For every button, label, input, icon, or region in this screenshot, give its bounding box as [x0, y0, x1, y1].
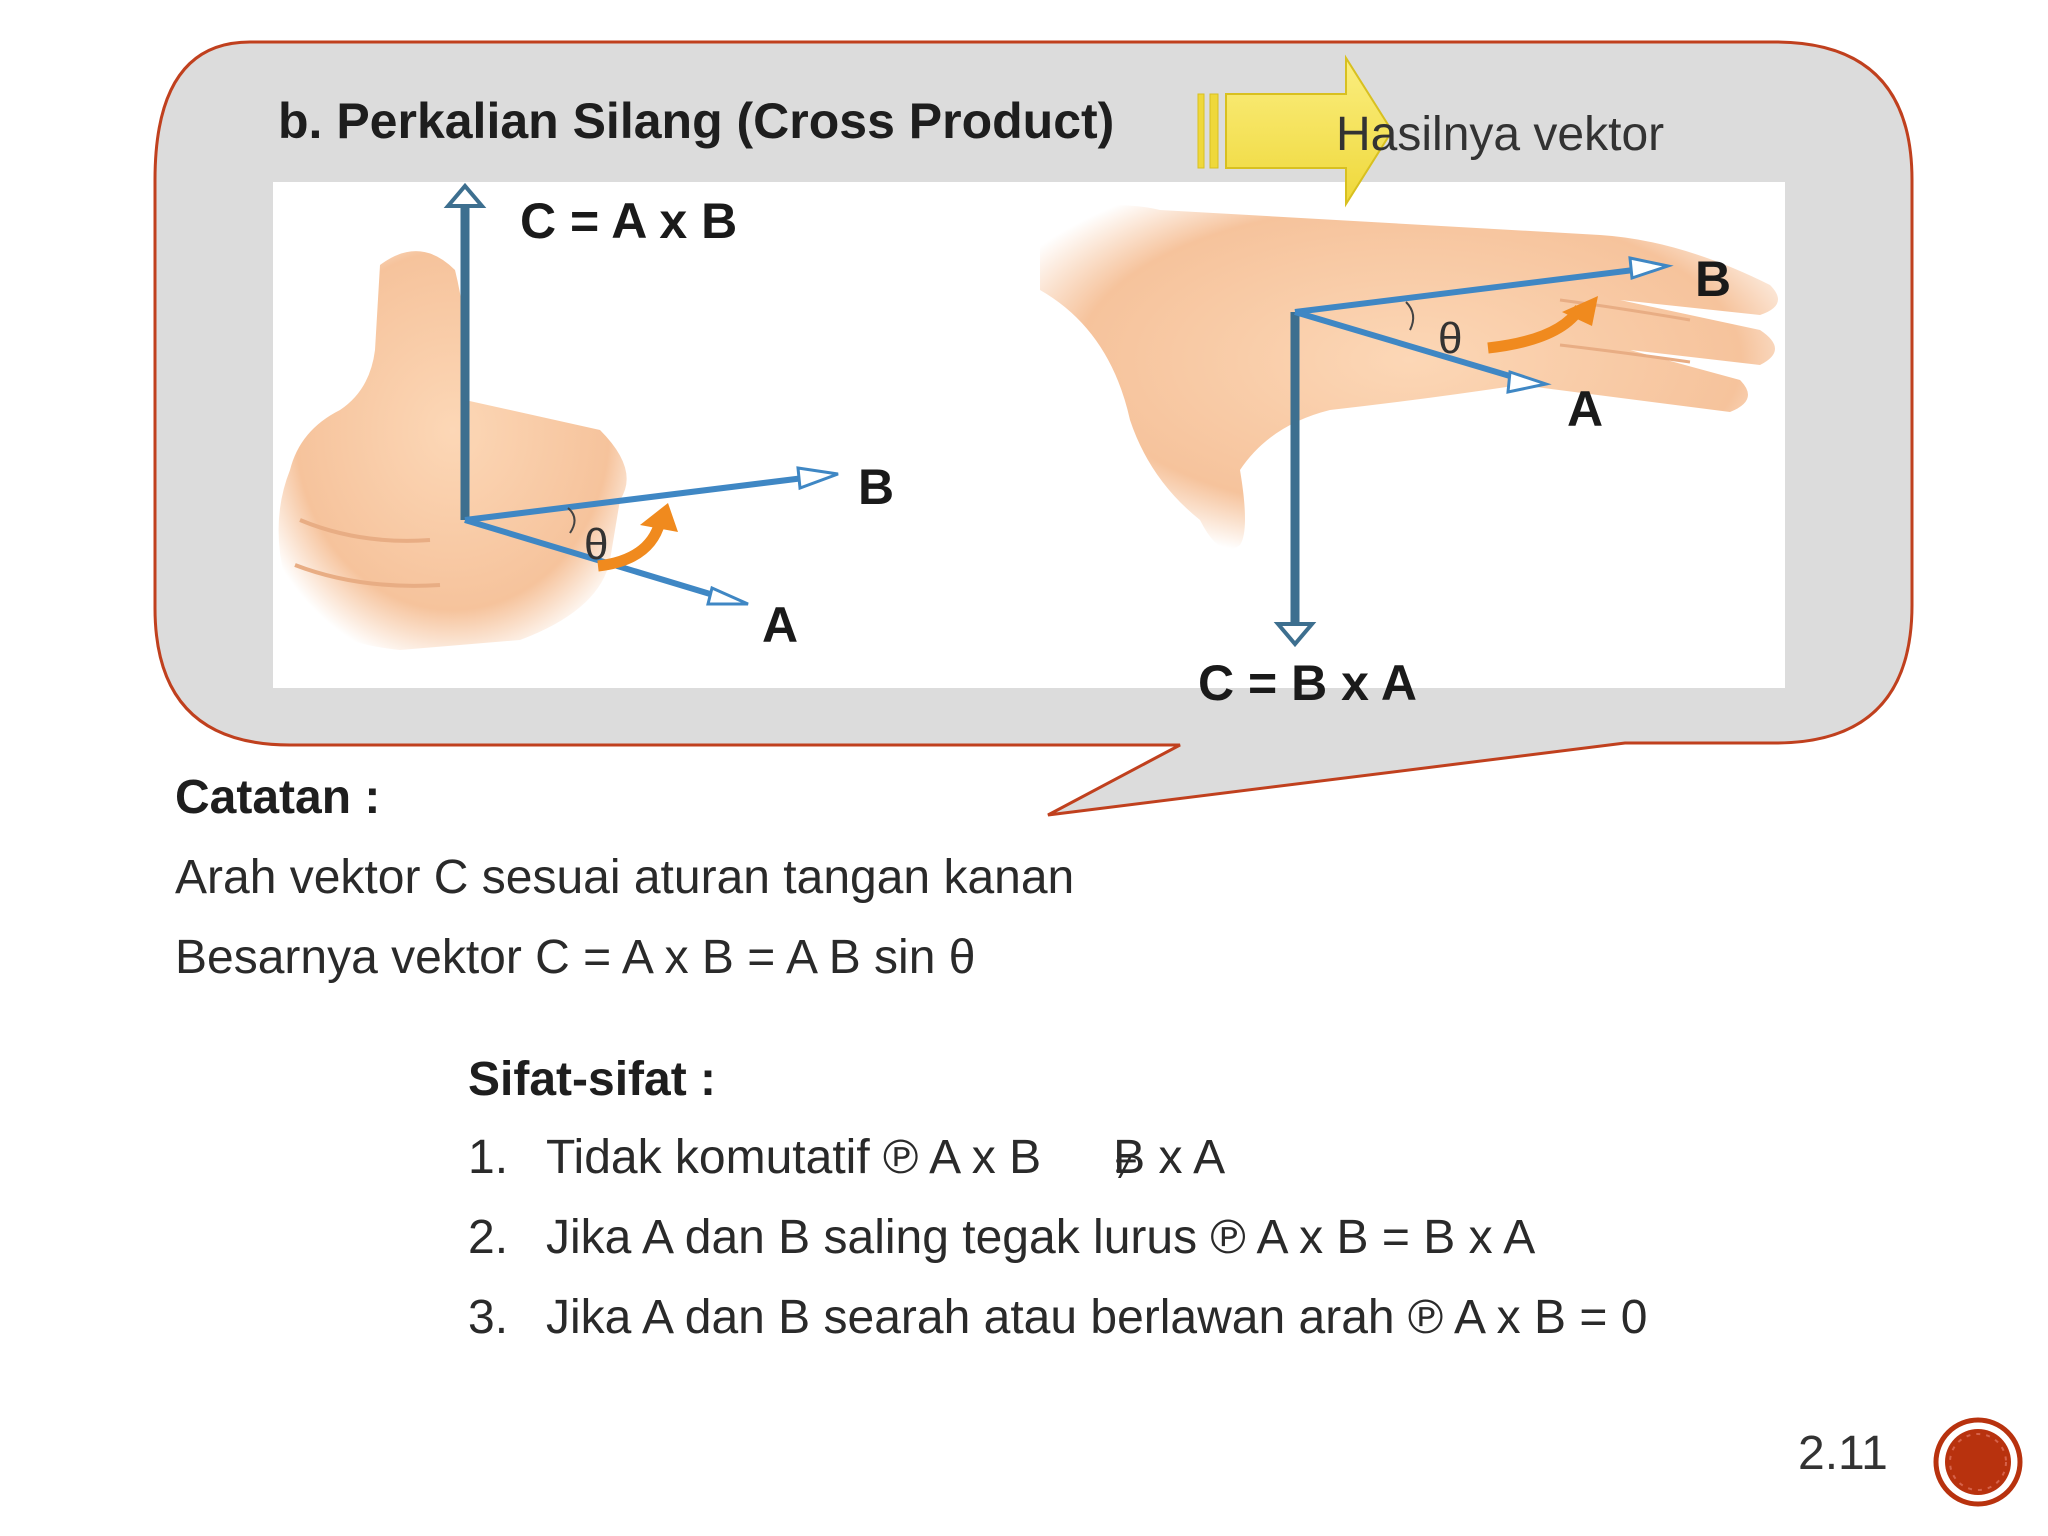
left-angle-arc	[567, 507, 576, 534]
property-number: 3.	[468, 1291, 509, 1344]
property-text: Tidak komutatif ℗ A x B	[546, 1131, 1042, 1184]
left-b-label: B	[858, 459, 895, 515]
left-rotation-arrow	[597, 503, 678, 572]
right-a-label: A	[1567, 381, 1604, 437]
right-b-label: B	[1695, 251, 1732, 307]
right-theta-label: θ	[1438, 314, 1463, 363]
not-equal-symbol: ≠	[1115, 1144, 1138, 1188]
property-number: 2.	[468, 1211, 509, 1264]
right-vector-b	[1294, 256, 1674, 315]
properties-heading: Sifat-sifat :	[468, 1053, 717, 1106]
note-heading: Catatan :	[175, 771, 381, 824]
right-vector-a	[1294, 309, 1552, 394]
left-a-label: A	[762, 597, 799, 653]
right-rotation-arrow	[1487, 296, 1598, 354]
property-item-2: 2. Jika A dan B saling tegak lurus ℗ A x …	[468, 1210, 1535, 1265]
property-item-1: 1. Tidak komutatif ℗ A x B B x A≠	[468, 1130, 1226, 1188]
property-text: Jika A dan B saling tegak lurus ℗ A x B …	[546, 1211, 1536, 1264]
left-vector-a	[464, 517, 749, 606]
not-equal-mark: B x A≠	[1113, 1130, 1226, 1188]
left-c-label: C = A x B	[520, 193, 738, 249]
note-line-2: Besarnya vektor C = A x B = A B sin θ	[175, 931, 976, 984]
page-badge	[1933, 1417, 2023, 1507]
left-vector-c	[443, 182, 487, 520]
note-line-1: Arah vektor C sesuai aturan tangan kanan	[175, 851, 1075, 904]
right-hand-illustration	[1040, 205, 1778, 550]
result-arrow	[1197, 54, 1394, 208]
left-theta-label: θ	[584, 520, 609, 569]
property-item-3: 3. Jika A dan B searah atau berlawan arah…	[468, 1290, 1647, 1345]
property-text: Jika A dan B searah atau berlawan arah ℗…	[546, 1291, 1648, 1344]
page-number: 2.11	[1798, 1427, 1888, 1480]
result-label: Hasilnya vektor	[1336, 108, 1665, 161]
right-angle-arc	[1405, 301, 1415, 331]
property-text-b: B x A	[1113, 1131, 1226, 1184]
left-vector-b	[464, 466, 839, 523]
section-title: b. Perkalian Silang (Cross Product)	[278, 93, 1115, 149]
left-hand-illustration	[278, 251, 627, 650]
property-number: 1.	[468, 1131, 509, 1184]
right-c-label: C = B x A	[1198, 655, 1418, 711]
right-vector-c	[1273, 312, 1317, 648]
